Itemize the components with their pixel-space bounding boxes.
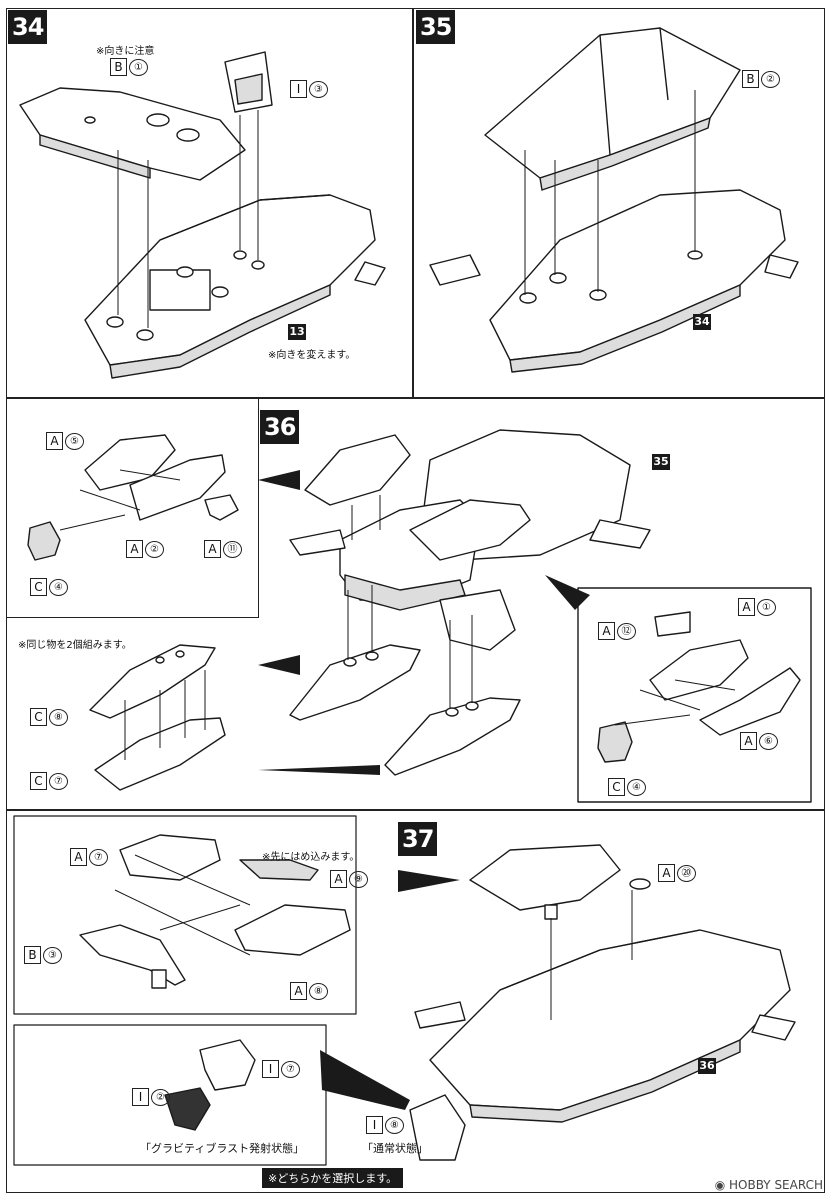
- part-number: ⑳: [677, 864, 696, 882]
- part-letter: A: [204, 540, 221, 558]
- part-letter: C: [30, 708, 47, 726]
- step-37-left-art: [13, 815, 410, 1166]
- part-letter: I: [262, 1060, 279, 1078]
- part-number: ⑨: [349, 870, 368, 888]
- part-number: ⑧: [49, 708, 68, 726]
- part-number: ⑫: [617, 622, 636, 640]
- panel-step-35: [413, 8, 825, 398]
- part-number: ③: [309, 80, 328, 98]
- part-number: ②: [145, 540, 164, 558]
- caption-normal-state: 「通常状態」: [362, 1142, 428, 1155]
- part-letter: C: [30, 772, 47, 790]
- part-number: ③: [43, 946, 62, 964]
- panel-step-36: [6, 398, 825, 810]
- part-number: ⑦: [49, 772, 68, 790]
- step-34-ref-13: 13: [288, 324, 306, 340]
- part-number: ④: [49, 578, 68, 596]
- part-letter: C: [30, 578, 47, 596]
- step-36-main-art: [258, 429, 812, 803]
- caption-gravity-blast: 「グラビティブラスト発射状態」: [140, 1142, 305, 1155]
- part-letter: A: [330, 870, 347, 888]
- part-letter: A: [598, 622, 615, 640]
- part-letter: A: [738, 598, 755, 616]
- part-number: ⑧: [385, 1116, 404, 1134]
- step-35-ref-34: 34: [693, 314, 711, 330]
- step-36-ref-35: 35: [652, 454, 670, 470]
- step-37-main-art: [398, 844, 796, 1161]
- part-number: ⑧: [309, 982, 328, 1000]
- watermark-logo-icon: ◉: [714, 1178, 730, 1192]
- part-letter: A: [740, 732, 757, 750]
- panel-step-37: [6, 810, 825, 1193]
- step-36-right-art: [597, 611, 801, 763]
- part-number: ①: [129, 58, 148, 76]
- part-number: ⑥: [759, 732, 778, 750]
- step-36-left-art: [27, 434, 239, 791]
- step-36-note-make-two: ※同じ物を2個組みます。: [18, 640, 132, 651]
- step-35-art: [429, 27, 799, 373]
- part-letter: A: [70, 848, 87, 866]
- step-37-note-insert-first: ※先にはめ込みます。: [262, 852, 360, 863]
- step-37-ref-36: 36: [698, 1058, 716, 1074]
- step-number-35: 35: [416, 10, 456, 44]
- part-number: ②: [151, 1088, 170, 1106]
- step-number-34: 34: [8, 10, 48, 44]
- step-number-37: 37: [398, 822, 438, 856]
- panel-step-34: [6, 8, 413, 398]
- part-letter: A: [126, 540, 143, 558]
- watermark-text: HOBBY SEARCH: [729, 1178, 823, 1192]
- step-34-note-orientation: ※向きに注意: [96, 46, 155, 57]
- part-number: ①: [757, 598, 776, 616]
- part-letter: B: [742, 70, 759, 88]
- divider: [6, 617, 258, 618]
- choose-one-banner: ※どちらかを選択します。: [262, 1168, 404, 1188]
- part-number: ⑤: [65, 432, 84, 450]
- part-letter: B: [24, 946, 41, 964]
- part-number: ②: [761, 70, 780, 88]
- divider: [258, 398, 259, 618]
- part-letter: C: [608, 778, 625, 796]
- step-number-36: 36: [260, 410, 300, 444]
- part-number: ⑦: [281, 1060, 300, 1078]
- part-letter: A: [658, 864, 675, 882]
- part-number: ⑪: [223, 540, 242, 558]
- part-letter: A: [46, 432, 63, 450]
- hobby-search-watermark: ◉ HOBBY SEARCH: [715, 1178, 823, 1192]
- part-letter: I: [366, 1116, 383, 1134]
- part-letter: A: [290, 982, 307, 1000]
- part-letter: I: [132, 1088, 149, 1106]
- part-number: ⑦: [89, 848, 108, 866]
- step-34-art: [19, 51, 386, 379]
- part-number: ④: [627, 778, 646, 796]
- part-letter: B: [110, 58, 127, 76]
- step-34-note-reorient: ※向きを変えます。: [268, 350, 356, 361]
- part-letter: I: [290, 80, 307, 98]
